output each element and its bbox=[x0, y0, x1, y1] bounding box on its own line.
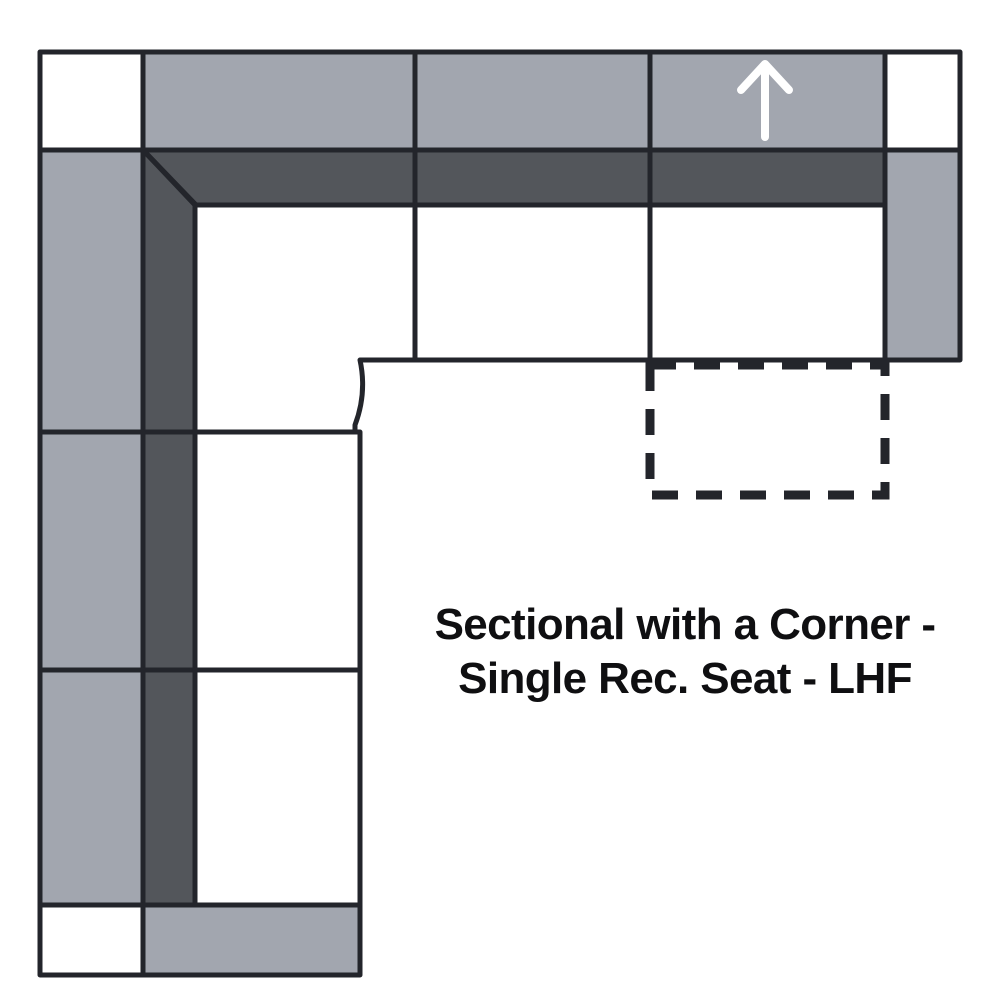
arm-right bbox=[882, 147, 963, 363]
back-frame-left-band bbox=[140, 147, 198, 908]
arrow-up-icon bbox=[737, 60, 793, 141]
top-back-cushion-group bbox=[140, 49, 888, 153]
seat-left-middle bbox=[192, 429, 363, 673]
back-cushion-middle bbox=[412, 49, 653, 153]
seat-corner bbox=[192, 202, 418, 435]
corner-gap-top-left bbox=[37, 49, 146, 153]
back-frame-top-band bbox=[140, 147, 888, 208]
back-frame-miter-line bbox=[140, 147, 200, 209]
recliner-extension-outline bbox=[645, 360, 890, 500]
arm-bottom bbox=[140, 902, 363, 978]
seat-recliner bbox=[647, 202, 888, 363]
seat-left-lower bbox=[192, 667, 363, 908]
corner-gap-top-right bbox=[882, 49, 963, 153]
left-back-cushion-group bbox=[37, 147, 146, 908]
back-cushion-left-upper bbox=[37, 147, 146, 435]
back-cushion-corner bbox=[140, 49, 418, 153]
back-cushion-left-lower bbox=[37, 667, 146, 908]
back-frame-group bbox=[140, 147, 888, 908]
seat-group bbox=[192, 202, 888, 908]
back-cushion-left-middle bbox=[37, 429, 146, 673]
diagram-title: Sectional with a Corner - Single Rec. Se… bbox=[434, 600, 936, 703]
corner-gap-bottom-left bbox=[37, 902, 146, 978]
seat-middle bbox=[412, 202, 653, 363]
